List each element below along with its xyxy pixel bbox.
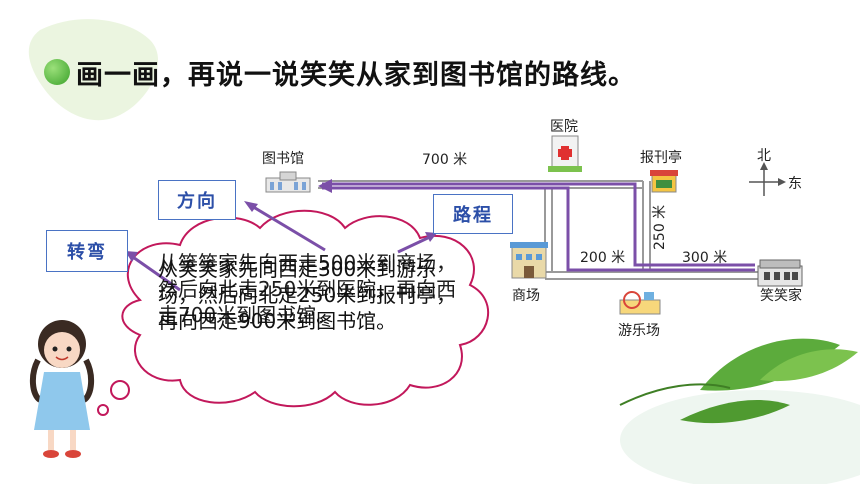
title-row: 画一画，再说一说笑笑从家到图书馆的路线。 [44, 52, 636, 92]
compass-north-label: 北 [757, 148, 771, 164]
route-line-b [322, 186, 755, 272]
label-mall: 商场 [512, 288, 540, 304]
label-hospital: 医院 [550, 119, 578, 135]
hospital-icon [548, 135, 582, 172]
playground-icon [619, 291, 661, 315]
label-playground: 游乐场 [618, 323, 660, 339]
arrow-distance-head [425, 232, 437, 242]
compass-east-label: 东 [788, 176, 802, 192]
keyword-pointer-arrows [129, 203, 433, 292]
route-arrow-head [318, 179, 332, 193]
library-icon [265, 171, 311, 193]
child-illustration [30, 320, 94, 458]
distance-left-bottom-label: 200 米 [580, 250, 625, 266]
keyword-distance: 路程 [433, 194, 513, 234]
label-library: 图书馆 [262, 151, 304, 167]
label-newsstand: 报刊亭 [640, 149, 682, 166]
label-home: 笑笑家 [760, 287, 802, 304]
cloud-text: 从笑笑家先向西走300米到游乐场，然后向北走250米到报刊亭，再向西走900米到… [158, 251, 470, 334]
green-bullet-icon [44, 59, 70, 85]
keyword-turn: 转弯 [46, 230, 128, 272]
keyword-direction: 方向 [158, 180, 236, 220]
distance-top-label: 700 米 [422, 152, 467, 168]
page-title: 画一画，再说一说笑笑从家到图书馆的路线。 [76, 59, 636, 91]
arrow-direction-head [244, 201, 258, 212]
compass-east-arrow-icon [778, 178, 786, 186]
newsstand-icon [650, 170, 678, 193]
distance-vertical-label: 250 米 [652, 205, 668, 250]
distance-right-bottom-label: 300 米 [682, 250, 727, 266]
compass-icon [749, 166, 782, 196]
cloud-text-a: 从笑笑家先向西走300米到游乐场，然后向北走250米到报刊亭，再向西走900米到… [158, 257, 457, 333]
cloud-bubble-small [97, 404, 109, 416]
home-icon [757, 259, 803, 287]
green-splash [28, 19, 159, 121]
leaf-decoration [619, 338, 860, 484]
cloud-text-b: 从笑笑家先向西走500米到商场，然后向北走250米到医院，再向西走700米到图书… [158, 251, 457, 327]
mall-icon [510, 242, 548, 279]
arrow-turn-head [125, 251, 138, 262]
route-lines [322, 182, 755, 272]
cloud-bubble-large [110, 380, 130, 400]
route-line-a [322, 182, 755, 267]
compass-north-arrow-icon [760, 162, 768, 170]
thought-cloud [121, 209, 489, 408]
